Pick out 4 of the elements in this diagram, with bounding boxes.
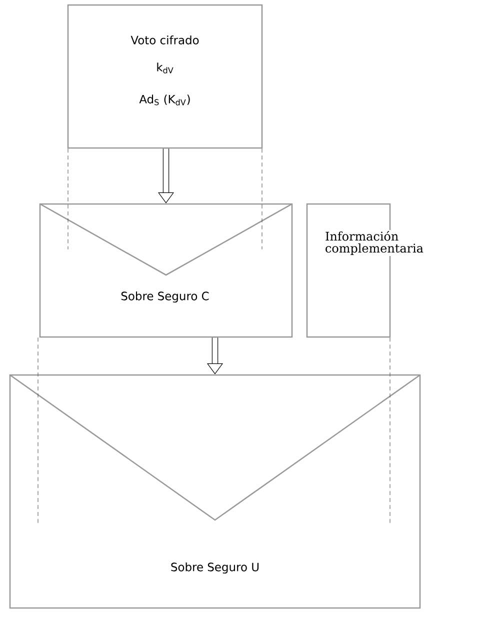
text-box: Información complementaria [306, 203, 444, 338]
envelope-drawing: Sobre Seguro C [39, 203, 293, 338]
envelope-drawing: Sobre Seguro U [9, 374, 421, 609]
text-box: Voto cifrado k$_{dV}$ Ad$_{S}$ (K$_{dV}$) [67, 4, 263, 149]
